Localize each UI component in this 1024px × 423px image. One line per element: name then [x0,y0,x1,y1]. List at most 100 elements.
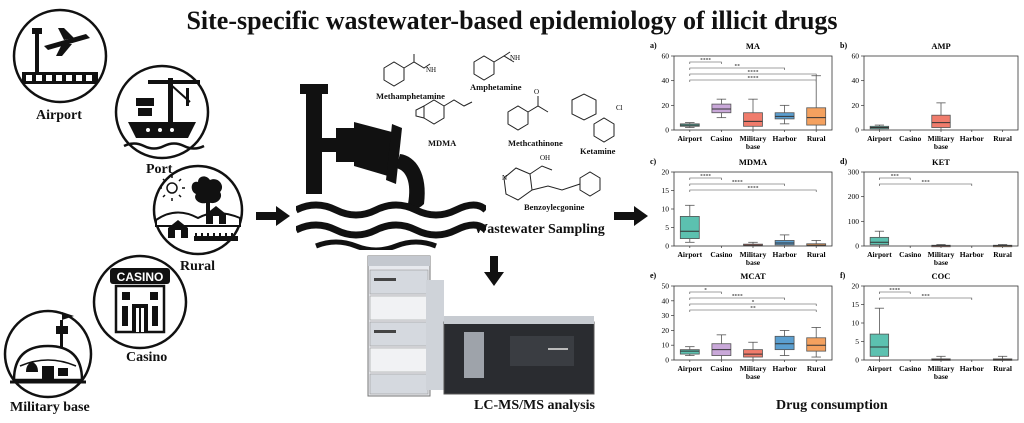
airport-site [4,6,116,106]
x-tick-label-airport: Airport [867,364,892,373]
x-tick-label-harbor: Harbor [773,134,798,143]
x-tick-label-airport: Airport [678,250,703,259]
box-rural [806,337,827,352]
plot-frame [863,171,1019,247]
significance-label: * [704,288,707,294]
significance-bracket [689,183,785,186]
significance-label: **** [732,294,743,300]
x-tick-label-military-base: Military [928,134,955,143]
casino-icon: CASINO [92,254,188,350]
y-tick-label: 40 [662,76,670,85]
box-military-base [743,349,763,358]
box-airport [869,236,890,246]
significance-label: **** [748,186,759,192]
port-site [108,62,216,162]
box-airport [679,216,700,240]
x-tick-label-rural: Rural [993,364,1012,373]
significance-bracket [689,177,722,180]
casino-site: CASINO [88,252,192,352]
rural-icon [152,164,244,256]
x-tick-label-military-base: base [934,258,949,267]
x-tick-label-casino: Casino [710,134,732,143]
y-tick-label: 0 [665,356,669,365]
wastewater-sampling-label: Wastewater Sampling [474,222,605,237]
y-tick-label: 0 [665,242,669,251]
significance-bracket [689,189,817,192]
x-tick-label-military-base: base [746,142,761,151]
chart-title: MDMA [739,157,768,167]
nh-atom: NH [426,66,436,74]
cl-atom: Cl [616,104,623,112]
x-tick-label-harbor: Harbor [960,250,985,259]
plot-frame [673,171,833,247]
label-ketamine: Ketamine [580,146,616,156]
y-tick-label: 0 [855,242,859,251]
label-mdma: MDMA [428,138,457,148]
figure-title: Site-specific wastewater-based epidemiol… [186,6,838,35]
significance-label: **** [732,180,743,186]
significance-label: ** [750,306,756,312]
chart-title: AMP [931,41,950,51]
y-tick-label: 200 [848,192,860,201]
x-tick-label-harbor: Harbor [773,364,798,373]
arrow-down-icon [484,256,504,286]
label-methcathinone: Methcathinone [508,138,563,148]
lcms-analysis-label: LC-MS/MS analysis [474,398,595,413]
y-tick-label: 60 [662,52,670,61]
n-atom: N [502,174,507,182]
military-label: Military base [10,400,90,415]
y-tick-label: 20 [852,282,860,291]
airport-label: Airport [36,108,82,123]
x-tick-label-harbor: Harbor [960,364,985,373]
x-tick-label-military-base: base [746,258,761,267]
y-tick-label: 300 [848,168,860,177]
significance-bracket [689,67,785,70]
significance-label: *** [921,294,930,300]
box-airport [869,333,890,357]
significance-bracket [689,73,817,76]
y-tick-label: 20 [662,326,670,335]
y-tick-label: 10 [662,205,670,214]
lcms-instrument-image [367,255,595,397]
y-tick-label: 10 [852,319,860,328]
drug-consumption-label: Drug consumption [776,398,888,413]
port-label: Port [146,162,173,177]
chart-title: MA [746,41,761,51]
y-tick-label: 0 [855,126,859,135]
significance-label: **** [700,174,711,180]
significance-label: ** [734,64,740,70]
significance-label: * [752,300,755,306]
y-tick-label: 20 [852,101,860,110]
y-tick-label: 100 [848,217,860,226]
y-tick-label: 15 [662,186,670,195]
label-amphetamine: Amphetamine [470,82,522,92]
significance-bracket [689,303,817,306]
panel-letter: f) [840,271,846,280]
x-tick-label-military-base: Military [928,250,955,259]
x-tick-label-airport: Airport [678,134,703,143]
x-tick-label-casino: Casino [899,364,921,373]
box-military-base [743,112,763,127]
box-military-base [931,114,951,128]
panel-letter: c) [650,157,657,166]
rural-label: Rural [180,259,215,274]
box-rural [806,107,827,126]
y-tick-label: 40 [662,296,670,305]
x-tick-label-airport: Airport [867,134,892,143]
x-tick-label-casino: Casino [899,134,921,143]
significance-bracket [879,183,973,186]
x-tick-label-military-base: base [934,142,949,151]
box-harbor [774,335,795,351]
x-tick-label-military-base: Military [740,134,767,143]
label-methamphetamine: Methamphetamine [376,91,445,101]
y-tick-label: 40 [852,76,860,85]
port-icon [114,64,210,160]
significance-bracket [879,297,973,300]
